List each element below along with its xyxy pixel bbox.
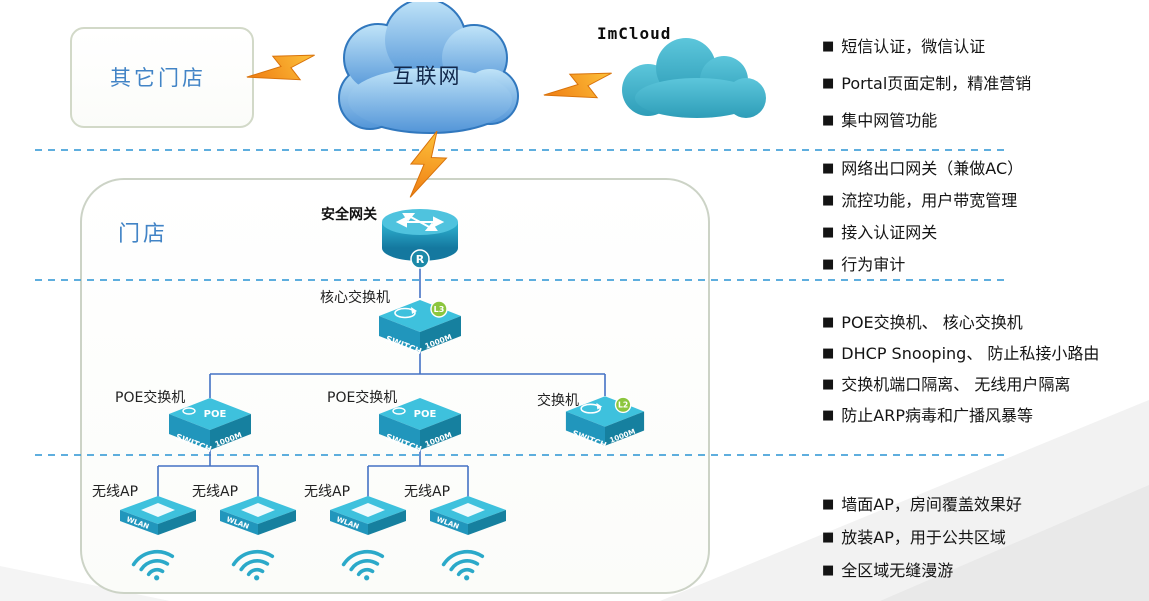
wifi-signal-4-icon — [441, 550, 485, 581]
note-text: 放装AP，用于公共区域 — [841, 528, 1006, 547]
note-text: Portal页面定制，精准营销 — [841, 74, 1032, 93]
bullet-icon: ■ — [822, 257, 835, 272]
imcloud-label: ImCloud — [597, 24, 672, 43]
note-text: 接入认证网关 — [841, 223, 938, 242]
dashed-separator-3 — [35, 454, 1010, 456]
core-switch-badge: L3 — [434, 305, 445, 314]
ap-3-icon: WLAN — [330, 496, 406, 535]
note-item: ■ 网络出口网关（兼做AC） — [822, 158, 1023, 180]
note-item: ■ 短信认证，微信认证 — [822, 36, 1031, 58]
note-item: ■ 行为审计 — [822, 254, 1023, 276]
note-item: ■ POE交换机、 核心交换机 — [822, 312, 1099, 334]
internet-cloud — [338, 2, 519, 134]
core-switch-label: 核心交换机 — [320, 290, 390, 306]
bullet-icon: ■ — [822, 39, 835, 54]
ap-1-label: 无线AP — [92, 484, 139, 500]
note-item: ■ 放装AP，用于公共区域 — [822, 527, 1022, 549]
security-gateway-icon: R — [382, 209, 458, 269]
l2-switch-badge: L2 — [618, 401, 628, 410]
bullet-icon: ■ — [822, 193, 835, 208]
bullet-icon: ■ — [822, 76, 835, 91]
ap-4-label: 无线AP — [404, 484, 451, 500]
notes-group-gateway: ■ 网络出口网关（兼做AC） ■ 流控功能，用户带宽管理 ■ 接入认证网关 ■ … — [822, 158, 1023, 276]
ap-2-icon: WLAN — [220, 496, 296, 535]
notes-group-cloud: ■ 短信认证，微信认证 ■ Portal页面定制，精准营销 ■ 集中网管功能 — [822, 36, 1031, 132]
wifi-signal-3-icon — [341, 550, 385, 581]
lightning-bolt-right — [543, 72, 613, 99]
notes-group-switch: ■ POE交换机、 核心交换机 ■ DHCP Snooping、 防止私接小路由… — [822, 312, 1099, 427]
note-text: DHCP Snooping、 防止私接小路由 — [841, 344, 1100, 363]
poe-switch-1-icon: POE SWITCH 1000M — [169, 398, 251, 452]
note-item: ■ 墙面AP，房间覆盖效果好 — [822, 494, 1022, 516]
note-text: 全区域无缝漫游 — [841, 561, 954, 580]
bullet-icon: ■ — [822, 315, 835, 330]
note-item: ■ 流控功能，用户带宽管理 — [822, 190, 1023, 212]
note-text: 墙面AP，房间覆盖效果好 — [841, 495, 1022, 514]
dashed-separator-2 — [35, 279, 1010, 281]
note-text: 网络出口网关（兼做AC） — [841, 159, 1024, 178]
internet-label: 互联网 — [392, 64, 462, 88]
core-switch-icon: L3 SWITCH 1000M — [379, 300, 461, 354]
poe-switch-2-top-text: POE — [414, 409, 437, 420]
ap-4-icon: WLAN — [430, 496, 506, 535]
note-text: 交换机端口隔离、 无线用户隔离 — [841, 375, 1071, 394]
poe-switch-1-label: POE交换机 — [115, 390, 186, 406]
ap-1-icon: WLAN — [120, 496, 196, 535]
bullet-icon: ■ — [822, 225, 835, 240]
note-text: 行为审计 — [841, 255, 906, 274]
note-item: ■ 集中网管功能 — [822, 110, 1031, 132]
ap-2-label: 无线AP — [192, 484, 239, 500]
other-store-label: 其它门店 — [110, 66, 206, 90]
wifi-signal-2-icon — [231, 550, 275, 581]
poe-switch-2-label: POE交换机 — [327, 390, 398, 406]
lightning-bolt-left — [246, 54, 316, 81]
lightning-bolt-down — [409, 130, 448, 198]
bullet-icon: ■ — [822, 161, 835, 176]
bullet-icon: ■ — [822, 530, 835, 545]
bullet-icon: ■ — [822, 497, 835, 512]
note-text: 集中网管功能 — [841, 111, 938, 130]
note-item: ■ 防止ARP病毒和广播风暴等 — [822, 405, 1099, 427]
bullet-icon: ■ — [822, 408, 835, 423]
note-text: 短信认证，微信认证 — [841, 37, 986, 56]
bullet-icon: ■ — [822, 113, 835, 128]
note-text: 防止ARP病毒和广播风暴等 — [841, 406, 1034, 425]
security-gateway-label: 安全网关 — [321, 207, 377, 223]
notes-group-ap: ■ 墙面AP，房间覆盖效果好 ■ 放装AP，用于公共区域 ■ 全区域无缝漫游 — [822, 494, 1022, 582]
store-label: 门店 — [118, 222, 169, 247]
bullet-icon: ■ — [822, 377, 835, 392]
l2-switch-icon: L2 SWITCH 1000M — [565, 396, 645, 448]
note-item: ■ 接入认证网关 — [822, 222, 1023, 244]
note-text: POE交换机、 核心交换机 — [841, 313, 1023, 332]
l2-switch-label: 交换机 — [537, 393, 579, 409]
dashed-separator-1 — [35, 149, 1010, 151]
gateway-badge: R — [416, 253, 425, 266]
imcloud-cloud — [622, 38, 766, 118]
bullet-icon: ■ — [822, 346, 835, 361]
poe-switch-2-icon: POE SWITCH 1000M — [379, 398, 461, 452]
wifi-signal-1-icon — [131, 550, 175, 581]
poe-switch-1-top-text: POE — [204, 409, 227, 420]
note-item: ■ Portal页面定制，精准营销 — [822, 73, 1031, 95]
note-item: ■ DHCP Snooping、 防止私接小路由 — [822, 343, 1099, 365]
bullet-icon: ■ — [822, 563, 835, 578]
note-item: ■ 交换机端口隔离、 无线用户隔离 — [822, 374, 1099, 396]
note-item: ■ 全区域无缝漫游 — [822, 560, 1022, 582]
ap-3-label: 无线AP — [304, 484, 351, 500]
note-text: 流控功能，用户带宽管理 — [841, 191, 1018, 210]
other-store-box — [70, 27, 254, 128]
